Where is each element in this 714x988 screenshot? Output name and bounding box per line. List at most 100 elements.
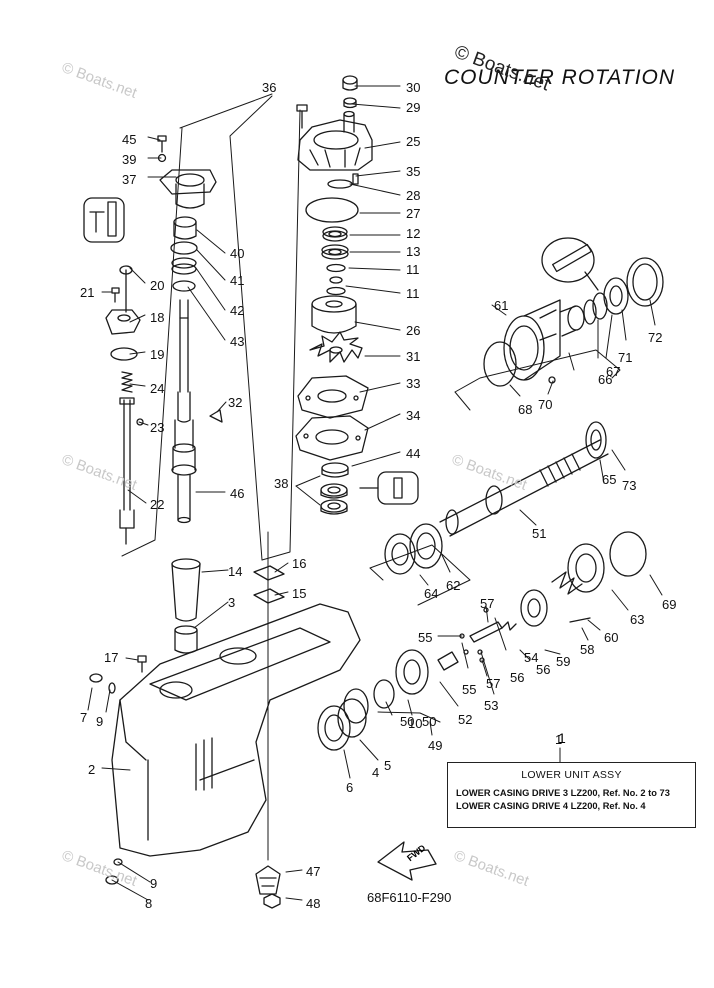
part-9-gasket-b bbox=[113, 858, 123, 866]
callout-label: 1 bbox=[555, 732, 563, 747]
part-27-o-ring bbox=[305, 197, 359, 223]
part-63-gear bbox=[567, 543, 605, 593]
part-69-shim bbox=[609, 531, 647, 577]
callout-label: 2 bbox=[88, 762, 96, 777]
part-71-bearing bbox=[603, 277, 629, 315]
part-26-insert-cartridge bbox=[311, 295, 357, 334]
sealant-callout-38 bbox=[359, 471, 419, 505]
part-47-pinion-gear bbox=[255, 865, 281, 895]
callout-label: 23 bbox=[150, 420, 165, 435]
callout-label: 9 bbox=[96, 714, 104, 729]
callout-label: 56 bbox=[536, 662, 551, 677]
part-19-o-ring bbox=[110, 347, 138, 361]
callout-label: 61 bbox=[494, 298, 509, 313]
callout-label: 31 bbox=[406, 349, 421, 364]
part-61-bearing-housing bbox=[503, 299, 561, 381]
part-2-lower-casing bbox=[111, 603, 361, 857]
callout-label: 19 bbox=[150, 347, 165, 362]
callout-label: 50 bbox=[400, 714, 415, 729]
part-10-washer bbox=[329, 276, 343, 284]
part-48-nut bbox=[263, 893, 281, 909]
callout-label: 37 bbox=[122, 172, 137, 187]
part-55-ball-b bbox=[463, 649, 469, 655]
part-3-bushing bbox=[174, 625, 198, 654]
callout-label: 21 bbox=[80, 285, 95, 300]
callout-label: 51 bbox=[532, 526, 547, 541]
part-30-cap bbox=[342, 75, 358, 91]
callout-label: 36 bbox=[262, 80, 277, 95]
part-15-plate bbox=[253, 588, 285, 604]
callout-label: 65 bbox=[602, 472, 617, 487]
callout-label: 8 bbox=[145, 896, 153, 911]
part-62-gear bbox=[409, 523, 443, 569]
callout-label: 30 bbox=[406, 80, 421, 95]
callout-label: 46 bbox=[230, 486, 245, 501]
part-39-bearing bbox=[173, 216, 197, 240]
callout-label: 58 bbox=[580, 642, 595, 657]
assembly-table-row: LOWER CASING DRIVE 3 LZ200, Ref. No. 2 t… bbox=[456, 788, 670, 798]
part-34-gasket bbox=[295, 415, 369, 461]
part-38-oil-seals bbox=[320, 483, 348, 515]
callout-label: 52 bbox=[458, 712, 473, 727]
sealant-callout-61 bbox=[541, 237, 599, 291]
callout-label: 26 bbox=[406, 323, 421, 338]
part-29-grommet bbox=[343, 97, 357, 109]
part-7-plug bbox=[89, 673, 103, 683]
callout-label: 67 bbox=[606, 364, 621, 379]
callout-label: 53 bbox=[484, 698, 499, 713]
part-44-bolt bbox=[157, 135, 167, 153]
part-55-ball bbox=[459, 633, 465, 639]
callout-label: 54 bbox=[524, 650, 539, 665]
part-25-pump-housing bbox=[297, 110, 373, 171]
part-36-bolt bbox=[296, 104, 308, 129]
assembly-table-row: LOWER CASING DRIVE 4 LZ200, Ref. No. 4 bbox=[456, 801, 646, 811]
part-21-bolt bbox=[111, 287, 120, 303]
part-32-key bbox=[209, 409, 223, 423]
callout-label: 42 bbox=[230, 303, 245, 318]
part-68-o-ring bbox=[483, 341, 517, 387]
part-54-spring bbox=[501, 621, 517, 631]
part-42-o-ring bbox=[172, 280, 196, 292]
assembly-ref-number: 1 bbox=[558, 730, 566, 746]
callout-label: 49 bbox=[428, 738, 443, 753]
diagram-title: COUNTER ROTATION bbox=[444, 66, 676, 89]
callout-label: 33 bbox=[406, 376, 421, 391]
part-4-5-6-bearing-set bbox=[317, 698, 367, 751]
part-53-pin bbox=[477, 649, 483, 655]
callout-label: 68 bbox=[518, 402, 533, 417]
callout-label: 66 bbox=[598, 372, 613, 387]
part-58-pin bbox=[569, 617, 591, 623]
part-41-seal bbox=[171, 257, 197, 275]
part-11-washer-b bbox=[326, 286, 346, 296]
callout-label: 38 bbox=[274, 476, 289, 491]
callout-label: 29 bbox=[406, 100, 421, 115]
callout-label: 56 bbox=[510, 670, 525, 685]
part-67-spacers bbox=[583, 292, 608, 325]
part-64-bearing bbox=[384, 533, 416, 575]
callout-label: 14 bbox=[228, 564, 243, 579]
callout-label: 45 bbox=[122, 132, 137, 147]
callout-label: 40 bbox=[230, 246, 245, 261]
callout-label: 13 bbox=[406, 244, 421, 259]
callout-label: 72 bbox=[648, 330, 663, 345]
part-65-bearing bbox=[585, 421, 607, 459]
part-12-seal bbox=[322, 226, 348, 242]
callout-label: 73 bbox=[622, 478, 637, 493]
part-14-sleeve bbox=[171, 558, 201, 622]
callout-label: 16 bbox=[292, 556, 307, 571]
callout-label: 34 bbox=[406, 408, 421, 423]
callout-label: 10 bbox=[408, 716, 423, 731]
part-72-bearing-housing-cover bbox=[626, 257, 664, 307]
drawing-number: 68F6110-F290 bbox=[367, 890, 452, 905]
part-50-bearings bbox=[343, 679, 395, 724]
part-18-shift-rod-bracket bbox=[105, 269, 141, 335]
part-52-shift-slider bbox=[437, 651, 459, 671]
part-8-plug bbox=[105, 875, 119, 885]
callout-label: 39 bbox=[122, 152, 137, 167]
part-22-shift-rod bbox=[119, 397, 135, 545]
callout-label: 35 bbox=[406, 164, 421, 179]
callout-label: 7 bbox=[80, 710, 88, 725]
callout-label: 22 bbox=[150, 497, 165, 512]
